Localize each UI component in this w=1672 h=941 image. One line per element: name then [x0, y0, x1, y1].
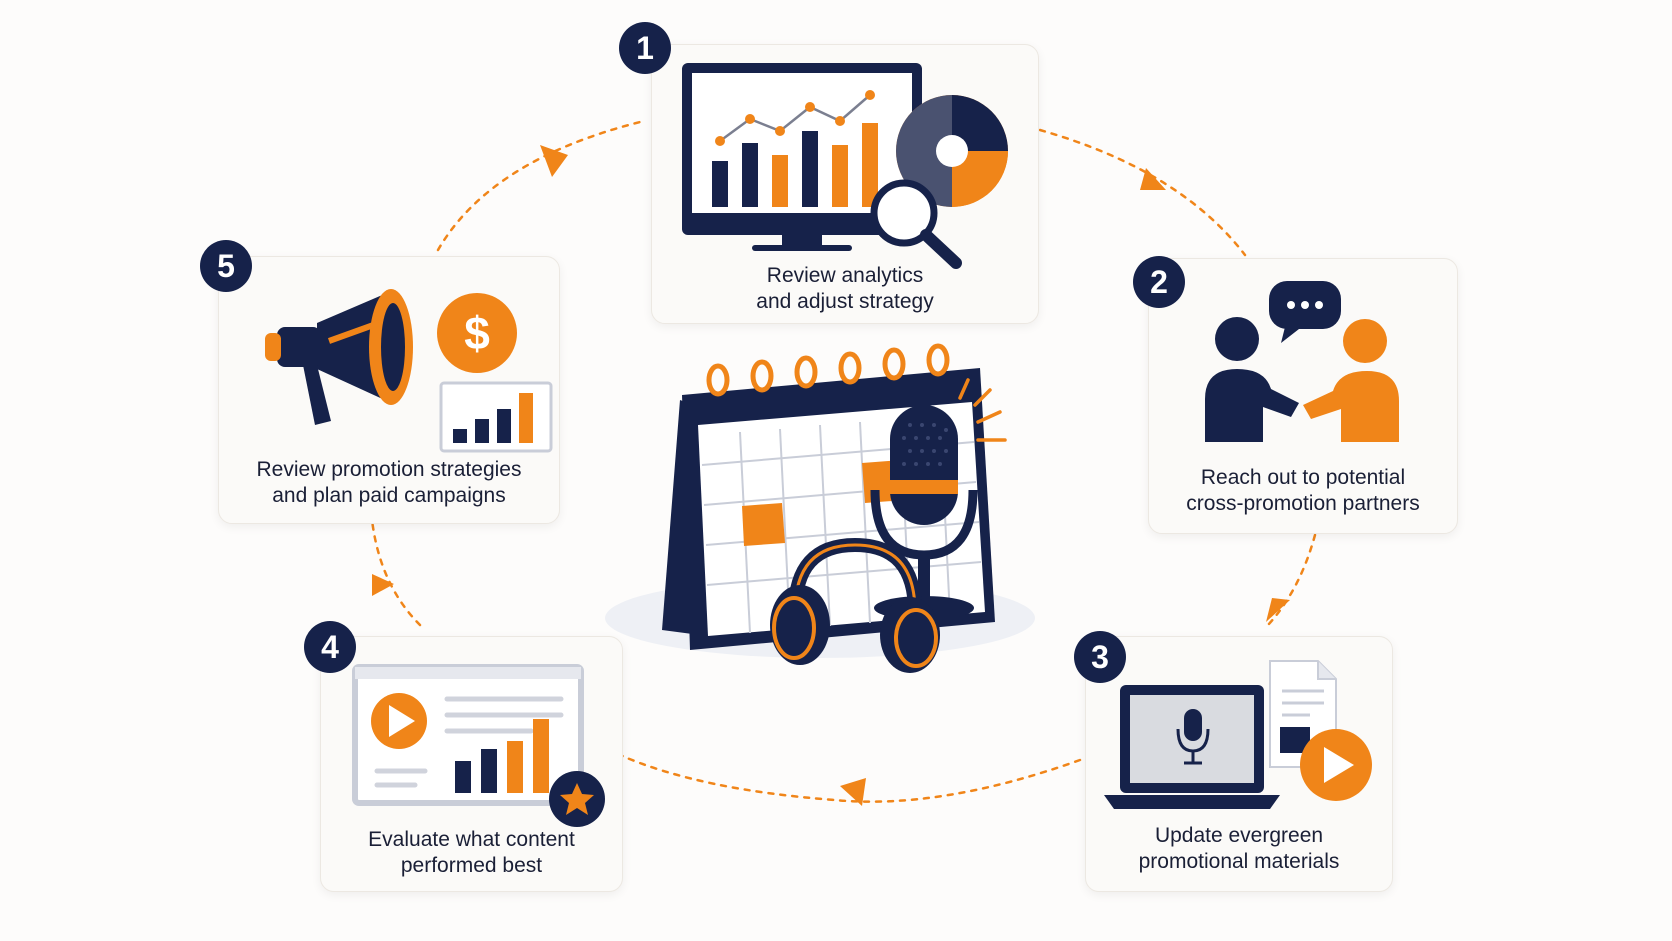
arrow-2-to-3	[1266, 533, 1317, 627]
step-card-2: Reach out to potential cross-promotion p…	[1148, 258, 1458, 534]
step-1-line-1: Review analytics	[766, 264, 924, 287]
handshake-icon	[1205, 281, 1399, 442]
laptop-media-icon	[1104, 660, 1372, 809]
step-badge-3: 3	[1074, 631, 1126, 683]
step-5-line-1: Review promotion strategies	[256, 458, 522, 481]
svg-text:$: $	[464, 307, 490, 359]
arrowhead-2-to-3	[1266, 598, 1290, 622]
step-3-caption: Update evergreen promotional materials	[1086, 823, 1392, 875]
arrow-1-to-2	[1038, 128, 1247, 257]
arrow-3-to-4	[618, 753, 1082, 803]
step-badge-1: 1	[619, 22, 671, 74]
content-performance-icon	[352, 664, 605, 827]
megaphone-icon: $	[265, 289, 553, 453]
step-badge-5: 5	[200, 240, 252, 292]
step-2-line-2: cross-promotion partners	[1186, 492, 1420, 515]
arrow-4-to-5	[370, 518, 422, 627]
step-card-3: Update evergreen promotional materials	[1085, 636, 1393, 892]
step-card-4: Evaluate what content performed best	[320, 636, 623, 892]
step-5-caption: Review promotion strategies and plan pai…	[219, 457, 559, 509]
analytics-dashboard-icon	[682, 63, 1008, 269]
step-badge-2: 2	[1133, 256, 1185, 308]
step-2-caption: Reach out to potential cross-promotion p…	[1149, 465, 1457, 517]
step-1-line-2: and adjust strategy	[756, 290, 934, 313]
center-illustration	[605, 343, 1035, 673]
arrowhead-1-to-2	[1140, 168, 1166, 190]
step-3-line-1: Update evergreen	[1154, 824, 1324, 847]
step-4-line-1: Evaluate what content	[368, 828, 575, 851]
arrowhead-4-to-5	[372, 574, 394, 596]
headphones-icon	[770, 537, 940, 673]
step-4-line-2: performed best	[400, 854, 543, 877]
step-4-caption: Evaluate what content performed best	[321, 827, 622, 879]
step-card-5: $ Review promotion strategies and plan p…	[218, 256, 560, 524]
step-5-line-2: and plan paid campaigns	[272, 484, 506, 507]
arrow-5-to-1	[436, 120, 642, 252]
step-card-1: Review analytics and adjust strategy	[651, 44, 1039, 324]
arrowhead-5-to-1	[540, 145, 568, 177]
step-2-line-1: Reach out to potential	[1200, 466, 1406, 489]
step-badge-4: 4	[304, 621, 356, 673]
arrowhead-3-to-4	[840, 778, 866, 806]
step-3-line-2: promotional materials	[1138, 850, 1340, 873]
step-1-caption: Review analytics and adjust strategy	[652, 263, 1038, 315]
